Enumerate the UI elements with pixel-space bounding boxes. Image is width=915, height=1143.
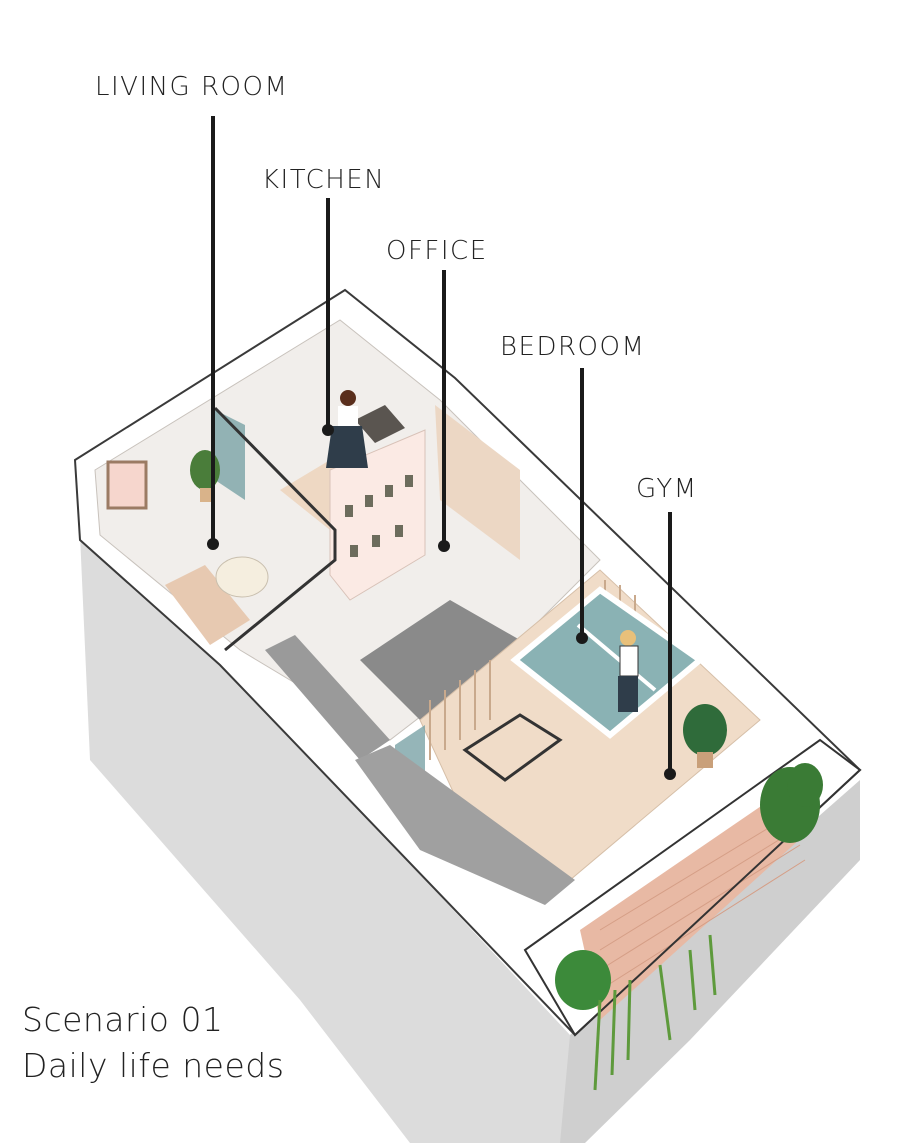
person-kitchen-body	[338, 406, 358, 426]
plant-terrace-2	[555, 950, 611, 1010]
hall-runner-2	[355, 745, 575, 905]
label-bedroom: BEDROOM	[500, 332, 646, 362]
person-bedroom-head	[620, 630, 636, 646]
person-bedroom-body	[619, 645, 639, 677]
leader-dot-living-room	[207, 538, 219, 550]
person-bedroom-legs	[618, 676, 638, 712]
leader-dot-gym	[664, 768, 676, 780]
leader-office	[442, 270, 446, 546]
living-art-frame	[106, 460, 148, 510]
bookshelf-books	[345, 475, 413, 557]
plant-hanging	[593, 934, 717, 1091]
leader-dot-bedroom	[576, 632, 588, 644]
leader-living-room	[211, 116, 215, 544]
label-office: OFFICE	[386, 236, 488, 266]
person-kitchen-legs	[326, 426, 368, 468]
scenario-title: Scenario 01	[22, 1000, 224, 1039]
hall-runner-1	[265, 635, 390, 760]
person-kitchen-head	[340, 390, 356, 406]
label-gym: GYM	[636, 474, 698, 504]
leader-gym	[668, 512, 672, 774]
bookshelf	[329, 429, 426, 601]
leader-dot-kitchen	[322, 424, 334, 436]
leader-dot-office	[438, 540, 450, 552]
living-coffee-table	[215, 556, 269, 598]
label-living-room: LIVING ROOM	[95, 72, 289, 102]
leader-bedroom	[580, 368, 584, 638]
living-sofa	[165, 565, 250, 645]
label-kitchen: KITCHEN	[262, 165, 386, 195]
loft-bed	[510, 586, 705, 739]
plant-terrace-1	[760, 763, 823, 843]
scenario-subtitle: Daily life needs	[22, 1046, 285, 1085]
terrace-floor	[580, 800, 810, 1020]
glass-outline-gym	[462, 713, 563, 782]
terrace-wall	[523, 738, 862, 1037]
glass-outline-living	[213, 406, 337, 652]
plant-gym	[683, 704, 727, 768]
kitchen-stove	[355, 405, 405, 443]
bathroom-floor	[360, 600, 520, 720]
building-shell-side	[80, 535, 580, 1143]
terrace-slats	[599, 814, 806, 991]
leader-kitchen	[326, 198, 330, 430]
building-shell-side-2	[560, 780, 860, 1143]
office-wood-panel	[435, 405, 520, 560]
